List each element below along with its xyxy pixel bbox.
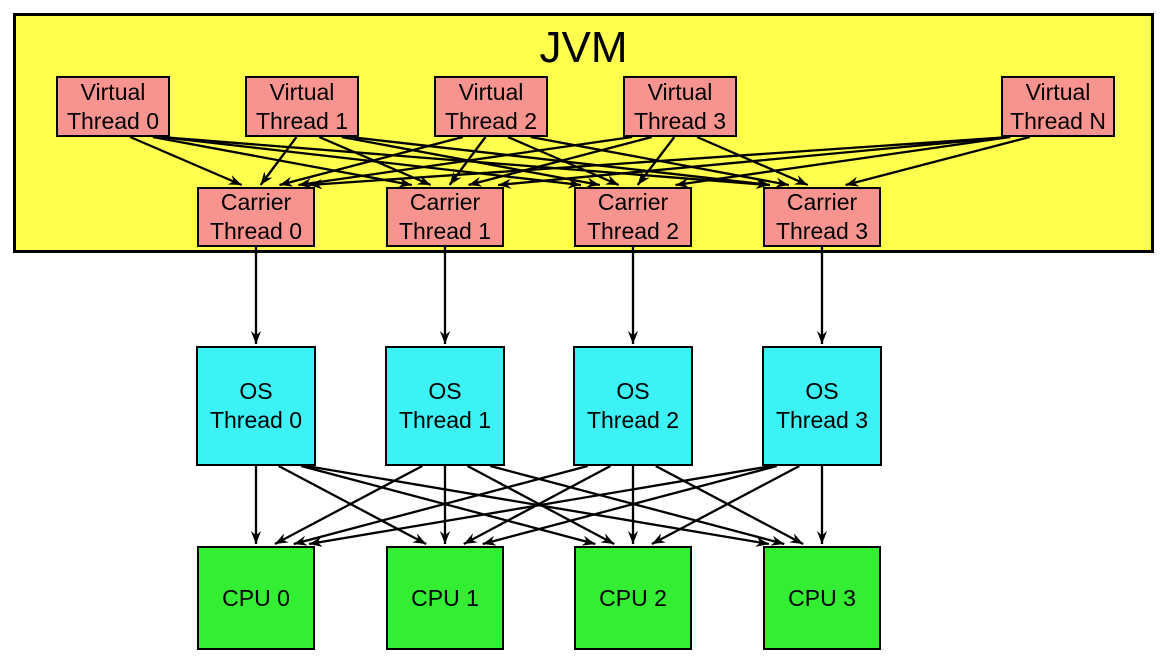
arrow-os-thread-0-to-cpu-2: [300, 464, 596, 546]
cpu-1: CPU 1: [386, 546, 504, 650]
cpu-0-label-line-0: CPU 0: [222, 584, 290, 611]
os-thread-1-label-line-1: Thread 1: [398, 407, 492, 433]
os-thread-1-label-line-0: OS: [428, 378, 462, 404]
cpu-1-label-line-0: CPU 1: [411, 584, 479, 611]
os-thread-2-label-line-0: OS: [616, 378, 650, 404]
os-thread-1: OS Thread 1: [385, 346, 505, 466]
carrier-thread-2-label-line-0: Carrier: [597, 189, 669, 215]
arrow-os-thread-1-to-cpu-3: [489, 464, 785, 546]
carrier-thread-1-label-line-1: Thread 1: [398, 218, 492, 244]
arrow-os-thread-3-to-cpu-0: [308, 464, 772, 547]
os-thread-3-label-line-0: OS: [805, 378, 839, 404]
virtual-thread-1-label-line-0: Virtual: [269, 78, 335, 105]
carrier-thread-2-label-line-1: Thread 2: [586, 218, 680, 244]
os-thread-0-label-line-0: OS: [239, 378, 273, 404]
os-thread-2-label-line-1: Thread 2: [586, 407, 680, 433]
virtual-thread-3-label-line-0: Virtual: [647, 78, 713, 105]
virtual-thread-3-label-line-1: Thread 3: [633, 107, 727, 134]
arrow-os-thread-1-to-cpu-2: [467, 464, 615, 546]
virtual-thread-n-label-line-1: Thread N: [1010, 107, 1106, 134]
cpu-0: CPU 0: [197, 546, 315, 650]
virtual-thread-2-label-line-0: Virtual: [458, 78, 524, 105]
arrow-os-thread-0-to-cpu-1: [278, 464, 427, 546]
cpu-3: CPU 3: [763, 546, 881, 650]
os-thread-2: OS Thread 2: [573, 346, 693, 466]
carrier-thread-0-label-line-1: Thread 0: [209, 218, 303, 244]
carrier-thread-0-label-line-0: Carrier: [220, 189, 292, 215]
cpu-2-label-line-0: CPU 2: [599, 584, 667, 611]
arrow-os-thread-3-to-cpu-2: [651, 464, 800, 546]
cpu-3-label-line-0: CPU 3: [788, 584, 856, 611]
virtual-thread-1-label-line-1: Thread 1: [255, 107, 349, 134]
cpu-2: CPU 2: [574, 546, 692, 650]
arrow-os-thread-1-to-cpu-0: [274, 464, 423, 546]
virtual-thread-0-label-line-0: Virtual: [80, 78, 146, 105]
carrier-thread-1-label-line-0: Carrier: [409, 189, 481, 215]
arrow-os-thread-2-to-cpu-0: [293, 464, 589, 546]
os-thread-0-label-line-1: Thread 0: [209, 407, 303, 433]
virtual-thread-n-label-line-0: Virtual: [1025, 78, 1091, 105]
os-thread-3-label-line-1: Thread 3: [775, 407, 869, 433]
os-thread-0: OS Thread 0: [196, 346, 316, 466]
jvm-label: JVM: [539, 23, 628, 72]
arrow-os-thread-3-to-cpu-1: [482, 464, 778, 546]
virtual-thread-0-label-line-1: Thread 0: [66, 107, 160, 134]
carrier-thread-3-label-line-0: Carrier: [786, 189, 858, 215]
virtual-thread-2-label-line-1: Thread 2: [444, 107, 538, 134]
os-thread-3: OS Thread 3: [762, 346, 882, 466]
arrow-os-thread-0-to-cpu-3: [306, 464, 770, 547]
arrow-os-thread-2-to-cpu-1: [463, 464, 611, 546]
carrier-thread-3-label-line-1: Thread 3: [775, 218, 869, 244]
arrow-os-thread-2-to-cpu-3: [655, 464, 804, 546]
